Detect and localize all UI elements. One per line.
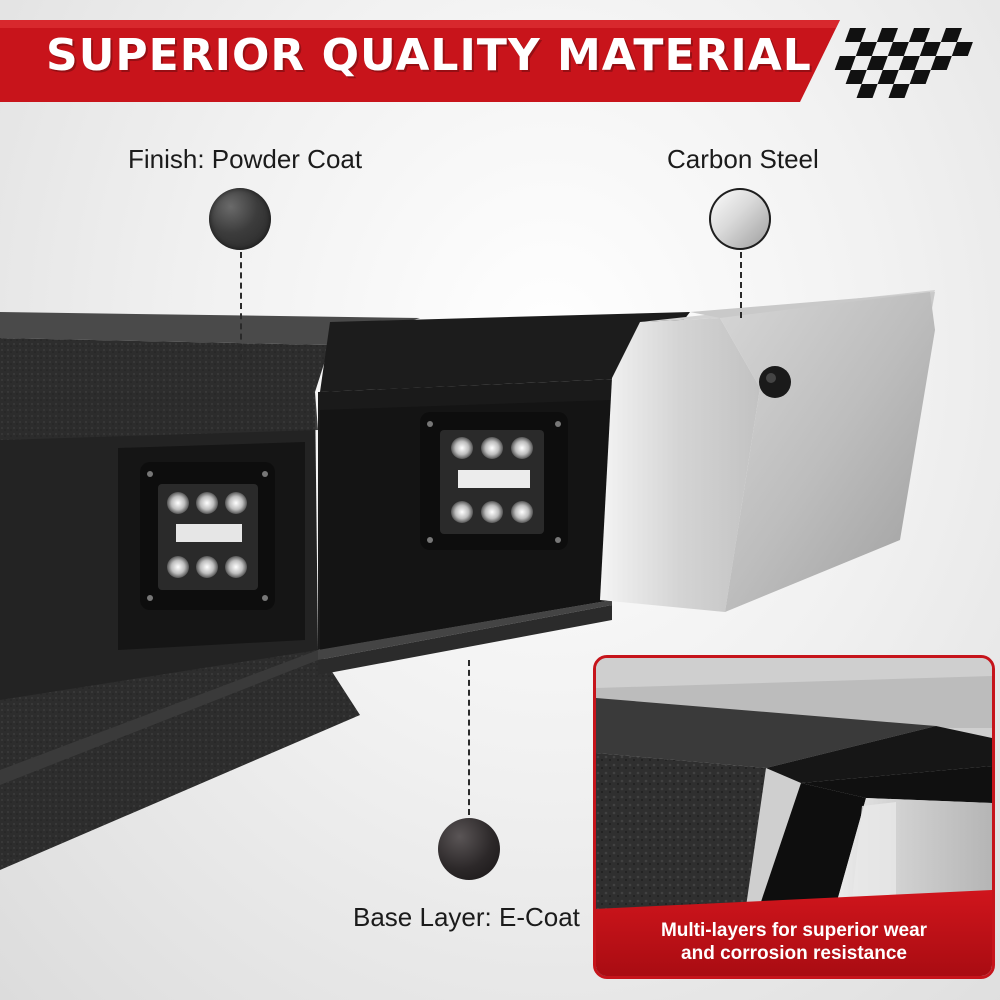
powder-coat-swatch-icon xyxy=(209,188,271,250)
finish-label: Finish: Powder Coat xyxy=(128,144,363,174)
base-leader-line xyxy=(468,660,470,815)
caption-line-1: Multi-layers for superior wear xyxy=(660,920,928,941)
caption-line-2: and corrosion resistance xyxy=(681,943,907,964)
page-title: SUPERIOR QUALITY MATERIAL xyxy=(46,30,812,81)
finish-leader-line xyxy=(240,252,242,360)
e-coat-swatch-icon xyxy=(438,818,500,880)
carbon-steel-swatch-icon xyxy=(709,188,771,250)
base-layer-label: Base Layer: E-Coat xyxy=(353,902,580,932)
checkered-flag-icon xyxy=(834,28,973,98)
header-banner xyxy=(0,20,840,102)
detail-inset: Multi-layers for superior wear and corro… xyxy=(593,655,995,979)
carbon-steel-label: Carbon Steel xyxy=(667,144,819,174)
carbon-leader-line xyxy=(740,252,742,318)
